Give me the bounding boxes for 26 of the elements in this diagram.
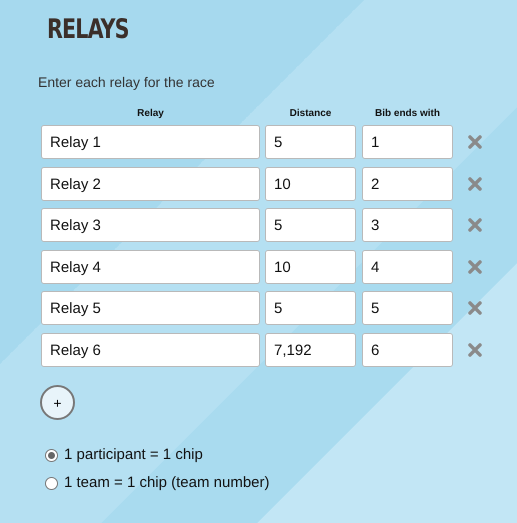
input-field: 3 xyxy=(362,208,453,242)
input-field: 5 xyxy=(265,291,356,325)
option-label: 1 team = 1 chip (team number) xyxy=(64,474,270,491)
input-field: Relay 3 xyxy=(41,208,260,242)
input-field: 10 xyxy=(265,166,356,200)
column-header: Bib ends with xyxy=(374,108,441,119)
input-field: Relay 1 xyxy=(41,125,260,159)
input-field: 1 xyxy=(362,125,453,159)
input-field: Relay 5 xyxy=(41,291,260,325)
input-field: Relay 2 xyxy=(41,166,260,200)
input-field: 10 xyxy=(265,250,356,284)
input-field: 4 xyxy=(362,250,453,284)
input-field: Relay 6 xyxy=(41,332,260,366)
input-field: 6 xyxy=(362,332,453,366)
column-header: Relay xyxy=(136,108,165,119)
instruction-text: Enter each relay for the race xyxy=(38,74,215,90)
input-field: Relay 4 xyxy=(41,250,260,284)
input-field: 5 xyxy=(265,125,356,159)
input-field: 7,192 xyxy=(265,332,356,366)
page-title: RELAYS xyxy=(47,14,129,45)
input-field: 5 xyxy=(265,208,356,242)
input-field: 2 xyxy=(362,166,453,200)
input-field: 5 xyxy=(362,291,453,325)
column-header: Distance xyxy=(288,108,332,119)
option-label: 1 participant = 1 chip xyxy=(64,446,203,463)
add-button: + xyxy=(40,385,75,420)
